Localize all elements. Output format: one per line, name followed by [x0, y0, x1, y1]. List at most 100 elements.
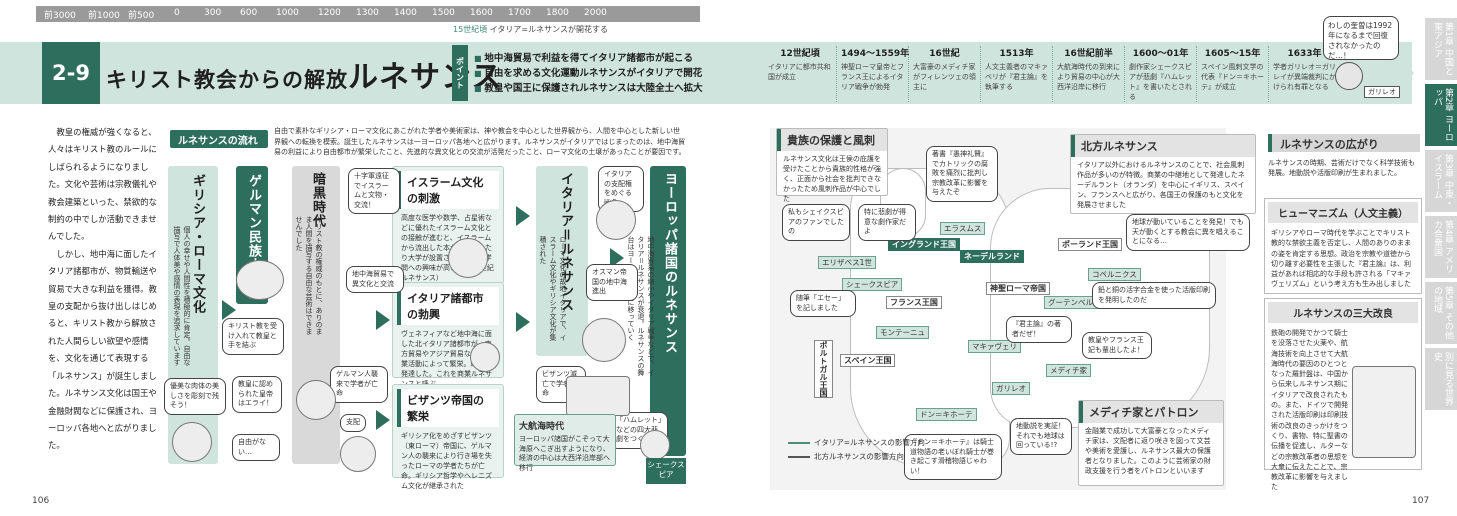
point-item: 地中海貿易で利益を得てイタリア諸都市が起こる: [474, 50, 703, 65]
point-item: 教皇や国王に保護されルネサンスは大陸全土へ拡大: [474, 80, 702, 95]
event-date: 1513年: [999, 49, 1034, 59]
copernicus-bubble: 地球が動いていることを発見！でも天が動くとする教会に異を唱えることになる…: [1126, 214, 1250, 251]
soldier-illustration: [596, 200, 636, 240]
intro-paragraph: しかし、地中海に面したイタリア諸都市が、物質輸送や貿易で大きな利益を獲得。教皇の…: [48, 248, 157, 451]
event-desc: 劇作家シェークスピアが悲劇『ハムレット』を書いたとされる: [1129, 63, 1192, 101]
beauty-bubble: 優美な肉体の美しさを彫刻で残そう！: [164, 378, 226, 415]
elizabeth-bubble: 私もシェイクスピアのファンでしたの: [782, 204, 850, 241]
timeline-tick: 1000: [276, 8, 299, 18]
ship-illustration: [566, 376, 630, 416]
medici-box: メディチ家とパトロン 金融業で成功して大富豪となったメディチ家は、文配者に返り咲…: [1078, 400, 1224, 486]
galileo-label: ガリレオ: [1364, 86, 1400, 98]
erasmus-bubble: 著書『愚神礼賛』でカトリックの腐敗を痛烈に批判し宗教改革に影響を与えたぞ: [926, 146, 998, 202]
merchant-illustration: [470, 342, 500, 372]
king-illustration: [296, 380, 336, 420]
medici-title: メディチ家とパトロン: [1079, 401, 1223, 423]
flow-arrow: [376, 310, 390, 330]
humanism-desc: ギリシアやローマ時代を学ぶことでキリスト教的な禁欲主義を否定し、人間のありのまま…: [1271, 229, 1411, 289]
statue-illustration: [172, 422, 212, 462]
byzantine-box: ビザンツ帝国の繁栄 ギリシア化をめざすビザンツ（東ローマ）帝国に、ゲルマン人の襲…: [392, 384, 504, 490]
byzantine-desc: ギリシア化をめざすビザンツ（東ローマ）帝国に、ゲルマン人の襲来により行き場を失っ…: [401, 432, 492, 490]
timeline-bar: 前3000 前1000 前500 0 300 600 1000 1200 130…: [36, 6, 700, 22]
event-item: 1513年人文主義者のマキァベリが『君主論』を執筆する: [980, 46, 1052, 102]
place-poland: ポーランド王国: [1058, 238, 1122, 251]
intro-text: 教皇の権威が強くなると、人々はキリスト教のルールにしばられるようになりました。文…: [48, 124, 160, 455]
knight-illustration: [448, 238, 488, 278]
event-date: 16世紀前半: [1064, 49, 1113, 59]
legend-label: イタリア=ルネサンスの影響方向: [814, 438, 925, 447]
crusade-bubble: 十字軍遠征でイスラームと文物・交流！: [348, 168, 400, 214]
pope-bubble: 教皇に認められた皇帝はエライ！: [232, 376, 282, 413]
europe-renaissance-box: ヨーロッパ諸国のルネサンス: [650, 166, 686, 456]
timeline-marker-label: イタリア=ルネサンスが開花する: [489, 25, 608, 34]
event-item: 1494〜1559年神聖ローマ皇帝とフランス王によるイタリア戦争が勃発: [836, 46, 909, 102]
point-tag: ポイント: [452, 45, 468, 101]
sultan-illustration: [582, 318, 626, 362]
dramatist-bubble: 特に悲劇が得意な劇作家だよ: [858, 204, 916, 241]
europe-renaissance-title: ヨーロッパ諸国のルネサンス: [662, 172, 677, 354]
tab-chapter-6[interactable]: 第6章 テーマ別に見る世界史: [1425, 348, 1457, 410]
page-number-right: 107: [1412, 496, 1430, 506]
person-medici: メディチ家: [1046, 364, 1091, 377]
galileo-speech-bubble: わしの奎曽は1992年になるまで回復されなかったのだ…！: [1323, 16, 1399, 60]
section-number: 2-9: [42, 42, 100, 104]
prince-bubble: 『君主論』の著者だぜ！: [1006, 316, 1072, 343]
timeline-tick: 1300: [356, 8, 379, 18]
person-gutenberg: グーテンベルク: [1044, 296, 1105, 309]
event-desc: 神聖ローマ皇帝とフランス王によるイタリア戦争が勃発: [841, 63, 904, 91]
flow-arrow: [516, 206, 530, 226]
italy-cities-box: イタリア諸都市の勃興 ヴェネフィアなど地中海に面した北イタリア諸都市が、東方貿易…: [392, 282, 504, 388]
tab-chapter-4[interactable]: 第4章 アメリカ合衆国: [1425, 216, 1457, 278]
tab-chapter-1[interactable]: 第1章 中国と東アジア: [1425, 18, 1457, 80]
galileo-map-bubble: 地動説を実証！それでも地球は回っている!?: [1010, 418, 1072, 455]
timeline-tick: 1400: [394, 8, 417, 18]
montaigne-bubble: 随筆「エセー」を記しました: [790, 290, 856, 317]
event-date: 1633年: [1287, 49, 1322, 59]
flow-arrow: [376, 410, 390, 430]
humanism-box: ヒューマニズム（人文主義） ギリシアやローマ時代を学ぶことでキリスト教的な禁欲主…: [1264, 198, 1422, 294]
medici-bubble: 教皇やフランス王妃も輩出したよ！: [1082, 332, 1152, 359]
greek-roman-title: ギリシア・ローマ文化: [190, 174, 205, 314]
point-item: 自由を求める文化運動ルネサンスがイタリアで開花: [474, 65, 703, 80]
legend-item: 北方ルネサンスの影響方向: [788, 450, 925, 464]
event-desc: 大航海時代の到来により貿易の中心が大西洋沿岸に移行: [1057, 63, 1120, 91]
timeline-tick: 1200: [318, 8, 341, 18]
person-copernicus: コペルニクス: [1088, 268, 1141, 281]
timeline-tick: 600: [240, 8, 258, 18]
timeline-marker: 15世紀頃 イタリア=ルネサンスが開花する: [453, 24, 608, 35]
timeline-tick: 1500: [432, 8, 455, 18]
event-desc: 学者ガリレオ＝ガリレイが異端裁判にかけられ有罪となる: [1273, 63, 1336, 91]
flow-arrow: [516, 312, 530, 332]
place-spain: スペイン王国: [840, 354, 896, 367]
islam-desc: 高度な医学や数学、占星術などに優れたイスラーム文化との接触が進むと、イスラームか…: [401, 214, 494, 282]
timeline-tick: 前500: [128, 11, 155, 21]
greek-roman-box: ギリシア・ローマ文化 個人の幸せや人間性を積極的に肯定。自由な描写で人体美や感情…: [168, 166, 218, 464]
freedom-bubble: 自由がない…: [232, 434, 280, 461]
tab-chapter-5[interactable]: 第5章 その他の地域: [1425, 282, 1457, 344]
event-desc: イタリアに都市共和国が成立: [768, 63, 831, 81]
tab-chapter-3[interactable]: 第3章 中東・イスラーム: [1425, 150, 1457, 212]
shakespeare-label: シェークスピア: [646, 458, 686, 484]
tab-chapter-2[interactable]: 第2章 ヨーロッパ: [1425, 84, 1457, 146]
greek-roman-desc: 個人の幸せや人間性を積極的に肯定。自由な描写で人体美や感情の表現を追求しています: [173, 226, 191, 366]
inventions-desc: 鉄砲の開発でかつて騎士を没落させた火薬や、航海技術を向上させて大航海時代の要因の…: [1271, 329, 1348, 492]
church-bubble: キリスト教を受け入れて教皇と手を結ぶ: [222, 318, 284, 355]
italy-renaissance-title: イタリア＝ルネサンス: [558, 172, 573, 313]
page-number-left: 106: [32, 496, 50, 506]
flow-heading: ルネサンスの流れ: [170, 130, 268, 148]
patrons-box: 貴族の保護と風刺 ルネサンス文化は王侯の庇護を受けたことから貴族的性格が強く、正…: [776, 128, 888, 203]
legend-line-italy: [788, 442, 810, 444]
person-elizabeth: エリザベス1世: [818, 256, 876, 269]
place-holy-roman-empire: 神聖ローマ帝国: [986, 282, 1050, 295]
islam-box: イスラーム文化の刺激 高度な医学や数学、占星術などに優れたイスラーム文化との接触…: [392, 166, 504, 284]
ottoman-bubble: オスマン帝国の地中海進出: [586, 264, 638, 301]
event-item: 16世紀大富豪のメディチ家がフィレンツェの領主に: [908, 46, 980, 102]
place-netherlands: ネーデルランド: [960, 250, 1024, 263]
age-title: 大航海時代: [519, 422, 565, 432]
dark-age-title: 暗黒時代: [310, 172, 325, 228]
chariot-illustration: [236, 260, 284, 300]
timeline-tick: 1700: [508, 8, 531, 18]
trade-bubble: 地中海貿易で異文化と交流: [346, 266, 404, 293]
legend-line-north: [788, 456, 810, 458]
timeline-tick: 300: [204, 8, 222, 18]
